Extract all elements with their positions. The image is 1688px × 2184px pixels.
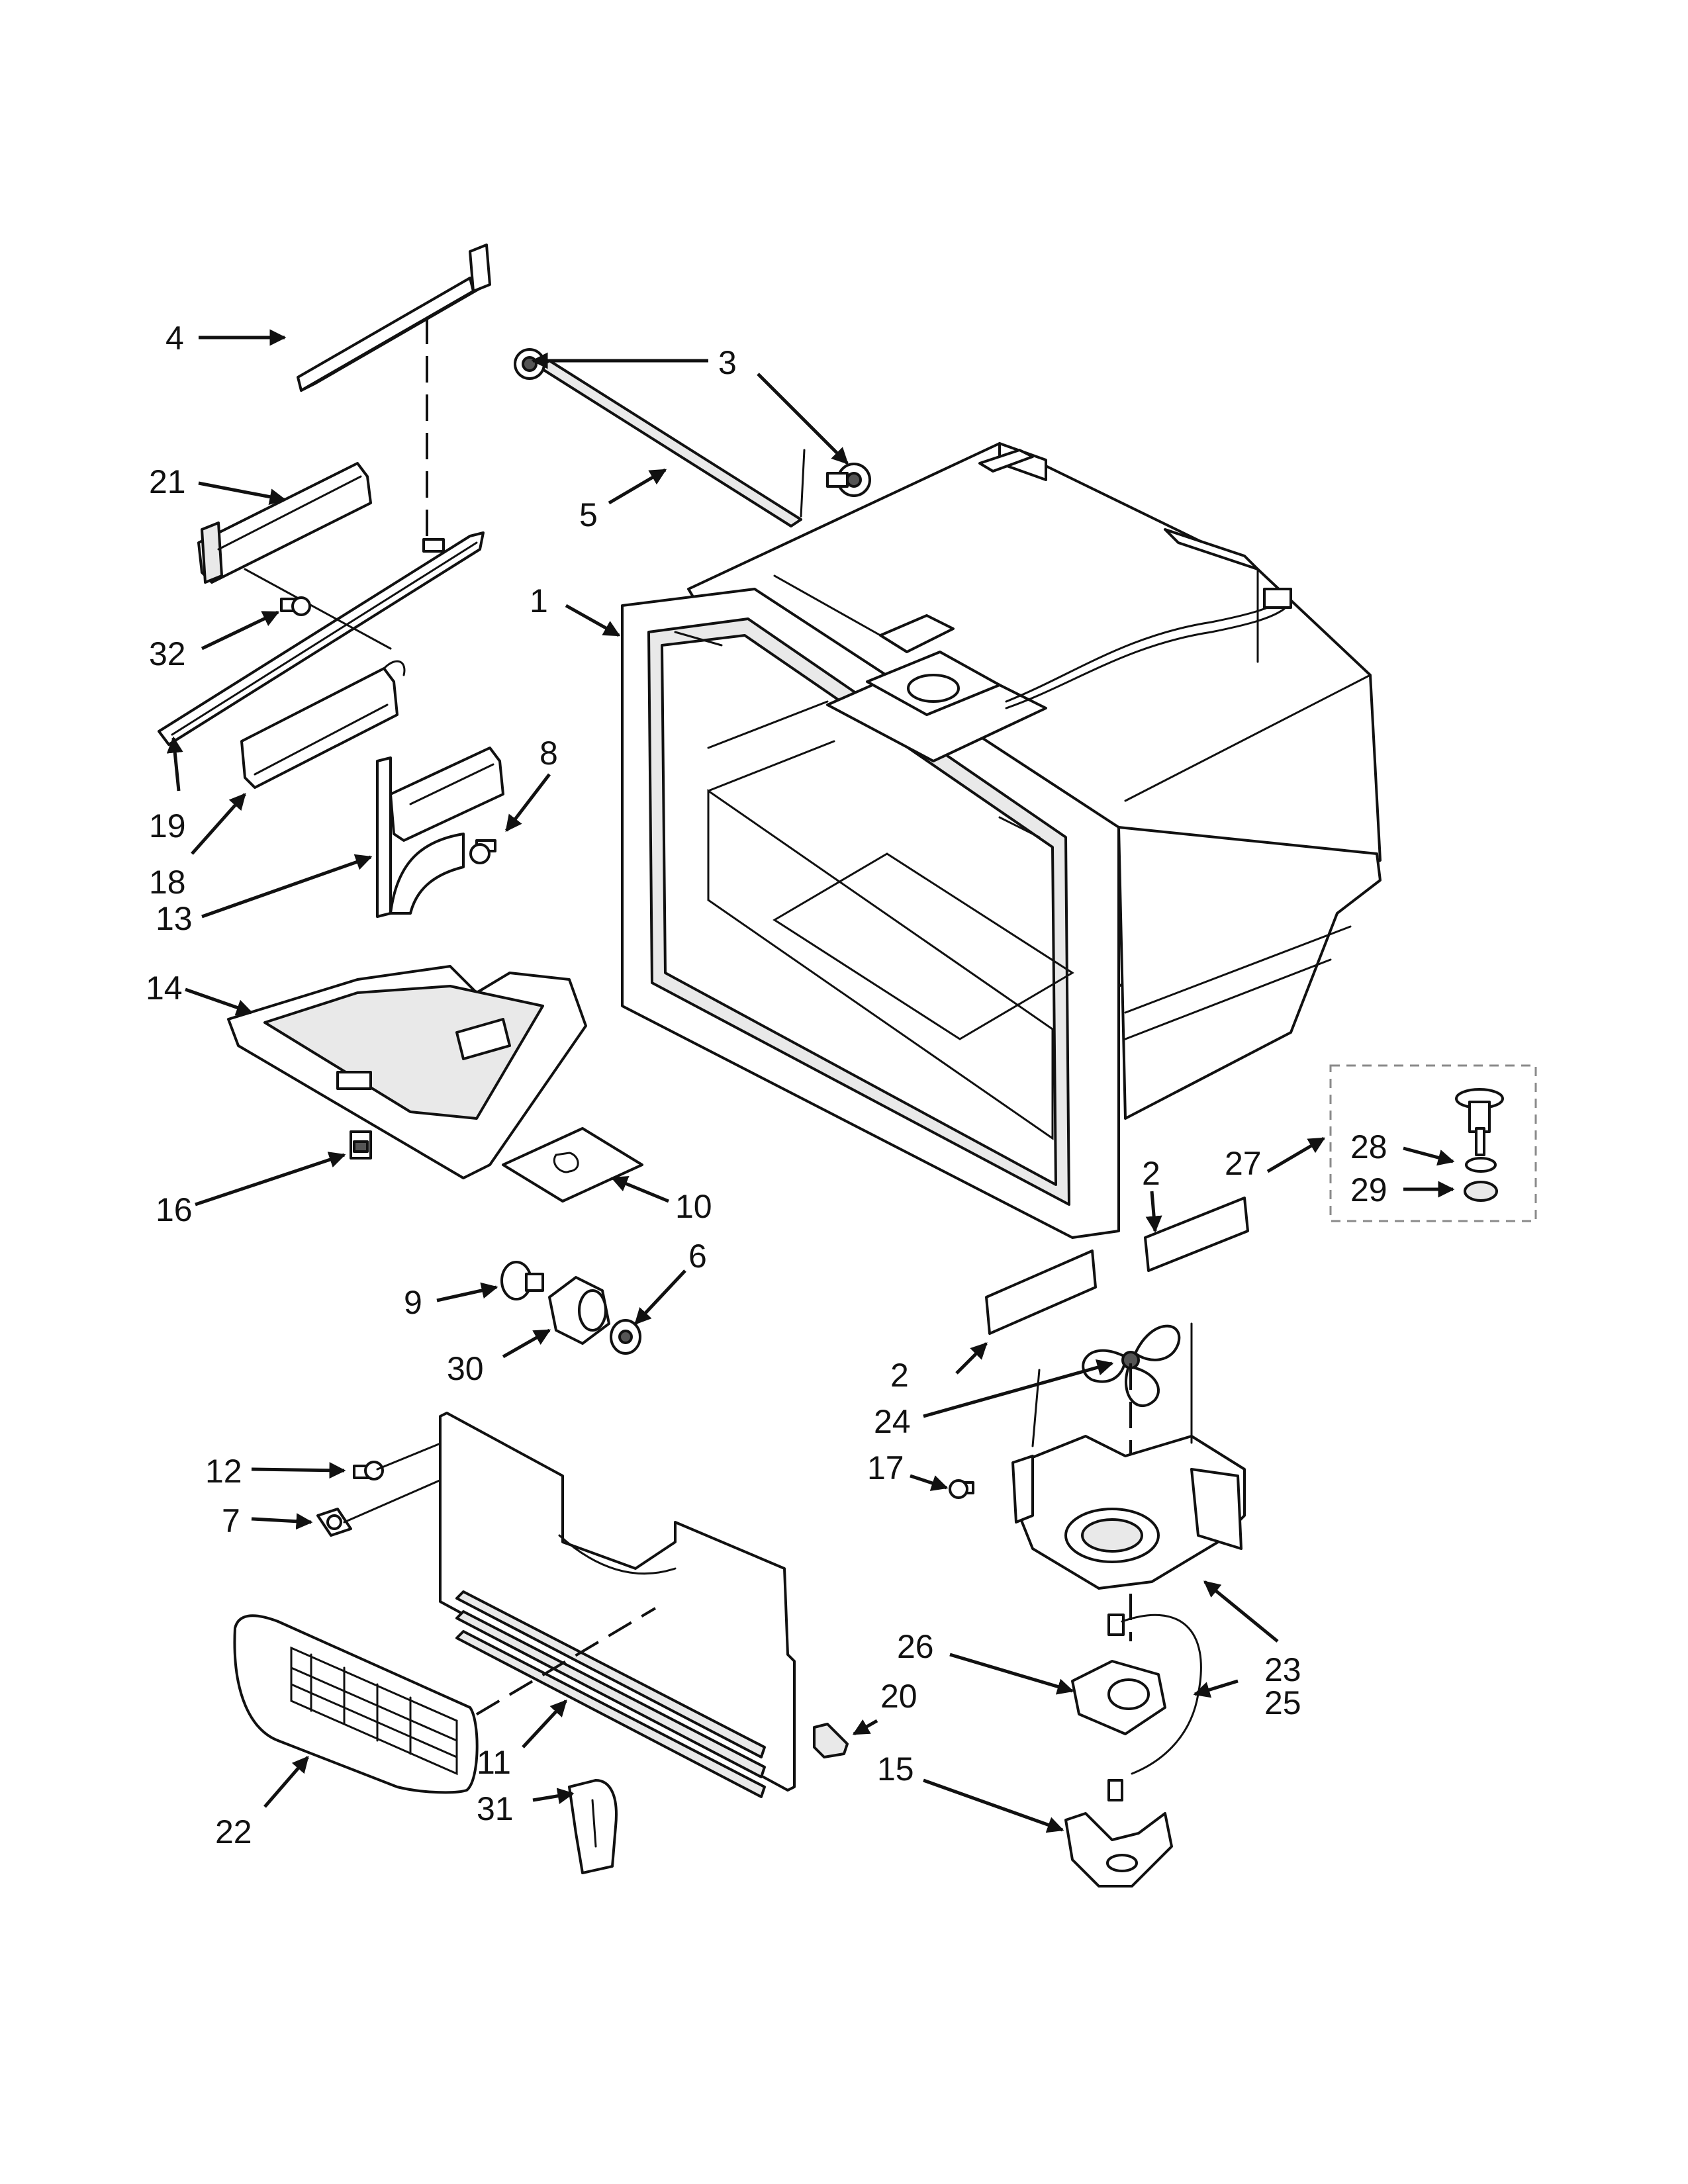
dashed-alignment-panel — [442, 1607, 657, 1735]
part-2-pad-left — [985, 1250, 1097, 1335]
callout-8: 8 — [539, 735, 558, 772]
callout-1: 1 — [530, 582, 548, 619]
callout-23: 23 — [1264, 1651, 1301, 1688]
screw-guide-7 — [343, 1475, 451, 1524]
part-14-bucket-base — [227, 965, 587, 1179]
callout-10: 10 — [675, 1188, 712, 1225]
part-29-washer — [1464, 1181, 1498, 1202]
callout-14: 14 — [146, 970, 183, 1007]
part-31-clip — [568, 1779, 618, 1874]
part-2-pad-right — [1144, 1197, 1249, 1272]
part-8-screw — [469, 839, 496, 864]
callout-28: 28 — [1350, 1128, 1387, 1165]
part-28-water-fitting — [1455, 1088, 1504, 1156]
callout-11: 11 — [477, 1744, 511, 1781]
part-32-screw — [280, 596, 311, 616]
callout-27: 27 — [1225, 1145, 1262, 1182]
part-18-bracket — [240, 660, 406, 789]
callout-15: 15 — [877, 1751, 914, 1788]
callout-30: 30 — [447, 1350, 484, 1387]
callout-22: 22 — [215, 1813, 252, 1850]
callout-26: 26 — [897, 1628, 934, 1665]
callout-5: 5 — [579, 496, 598, 533]
part-4-top-rail — [297, 244, 491, 392]
part-3-gear-left — [514, 348, 545, 380]
part-22-grille — [233, 1614, 479, 1794]
callout-2-right: 2 — [1142, 1155, 1160, 1192]
callout-7: 7 — [222, 1502, 240, 1539]
part-20-gasket-strip — [813, 1723, 849, 1758]
callout-24: 24 — [874, 1403, 911, 1440]
part-30-auger-motor — [548, 1276, 610, 1345]
part-3-gear-right — [826, 463, 871, 497]
inset-box-27 — [1329, 1064, 1537, 1222]
callout-29: 29 — [1350, 1171, 1387, 1208]
callout-labels: 1 2 2 3 4 5 6 7 8 9 10 11 12 13 14 15 16… — [146, 320, 1387, 1850]
callout-4: 4 — [165, 320, 184, 357]
part-7-bracket — [316, 1508, 352, 1537]
callout-9: 9 — [404, 1284, 422, 1321]
callout-3: 3 — [718, 344, 737, 381]
part-16-switch — [350, 1130, 372, 1160]
callout-20: 20 — [880, 1678, 917, 1715]
callout-25: 25 — [1264, 1684, 1301, 1721]
callout-21: 21 — [149, 463, 186, 500]
part-11-rear-panel — [439, 1412, 796, 1798]
callout-16: 16 — [156, 1191, 193, 1228]
callout-32: 32 — [149, 635, 186, 672]
part-28-o-ring — [1465, 1157, 1497, 1173]
leader-lines — [166, 329, 1455, 1833]
part-21-rail-bracket — [197, 462, 372, 584]
part-23-fan-shroud — [1011, 1435, 1246, 1590]
part-17-screw — [949, 1479, 974, 1499]
part-15-motor-bracket — [1064, 1779, 1173, 1888]
callout-6: 6 — [688, 1238, 707, 1275]
shroud-guide-left — [1031, 1369, 1041, 1447]
callout-17: 17 — [867, 1449, 904, 1486]
part-12-screw — [353, 1461, 384, 1480]
part-6-connector — [610, 1319, 641, 1355]
callout-2-left: 2 — [890, 1357, 909, 1394]
part-1-freezer-basket-housing — [621, 442, 1382, 1239]
callout-18: 18 — [149, 864, 186, 901]
rail-guide-line — [244, 568, 392, 650]
callout-19: 19 — [149, 807, 186, 844]
part-10-label — [502, 1127, 643, 1203]
part-9-bulb — [500, 1261, 544, 1300]
callout-12: 12 — [205, 1453, 242, 1490]
part-26-fan-motor — [1071, 1614, 1166, 1735]
part-13-cam-bracket — [376, 747, 504, 918]
callout-31: 31 — [477, 1790, 514, 1827]
screw-guide-12 — [376, 1438, 451, 1471]
callout-13: 13 — [156, 900, 193, 937]
